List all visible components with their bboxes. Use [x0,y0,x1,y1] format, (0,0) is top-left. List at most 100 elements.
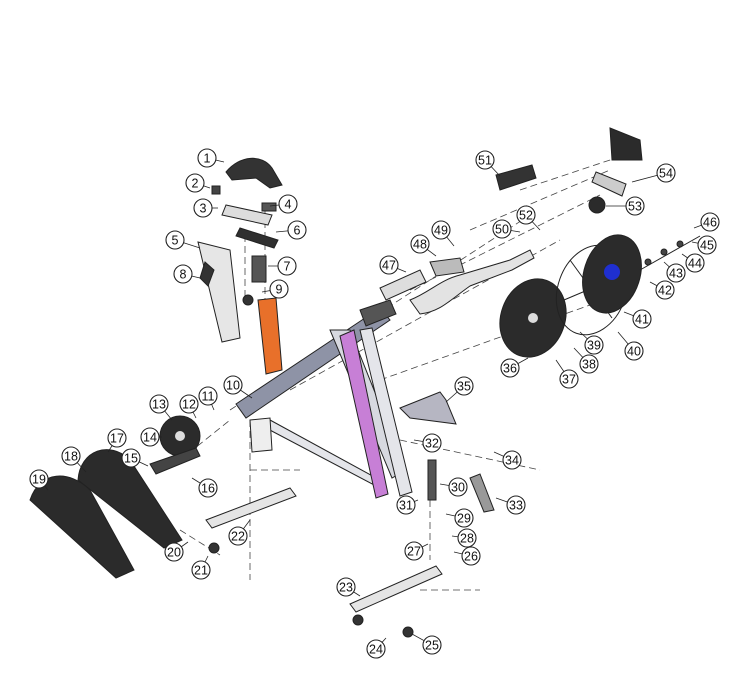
callout-circle [164,542,184,562]
callout-11: 11 [198,386,218,411]
callout-21: 21 [191,555,211,580]
callout-circle [655,280,675,300]
callout-number: 29 [457,512,471,526]
callout-2: 2 [185,173,211,193]
seat-adjust-knob [242,255,267,306]
seat-slider-bracket [235,227,279,249]
callout-number: 30 [451,481,465,495]
callout-circle [500,358,520,378]
callout-42: 42 [649,280,675,300]
callout-number: 31 [399,499,413,513]
callout-12: 12 [179,394,199,419]
callout-18: 18 [61,446,87,473]
callout-circle [700,212,720,232]
callout-circle [61,446,81,466]
callout-number: 43 [669,267,683,281]
front-stabilizer [205,487,297,554]
callout-circle [269,279,289,299]
callout-number: 5 [172,234,179,248]
callout-number: 54 [659,167,673,181]
callout-circle [404,541,424,561]
callout-number: 32 [425,437,439,451]
callout-circle [502,450,522,470]
callout-43: 43 [663,261,686,283]
callout-number: 18 [64,450,78,464]
flywheel [499,278,567,358]
callout-5: 5 [165,230,201,250]
rear-stabilizer [349,565,443,638]
callout-14: 14 [140,427,162,447]
callout-number: 1 [204,152,211,166]
callout-45: 45 [691,235,717,255]
callout-circle [277,256,297,276]
callout-number: 33 [509,499,523,513]
callout-circle [165,230,185,250]
callout-4: 4 [269,194,298,214]
brake-pad [399,391,457,425]
callout-circle [475,150,495,170]
callout-17: 17 [107,428,127,453]
callout-46: 46 [693,212,720,232]
chain-cover-inner [77,449,183,549]
callout-circle [697,235,717,255]
callout-number: 17 [110,432,124,446]
callout-27: 27 [404,541,429,561]
callout-circle [336,577,356,597]
callout-circle [506,495,526,515]
callout-circle [198,386,218,406]
callout-number: 46 [703,216,717,230]
callout-38: 38 [573,347,599,374]
callout-number: 40 [627,345,641,359]
callout-number: 38 [582,358,596,372]
callout-number: 35 [457,380,471,394]
tension-knob [588,196,606,214]
callout-34: 34 [493,450,522,470]
callout-1: 1 [197,148,225,168]
callout-circle [191,560,211,580]
callout-number: 48 [413,238,427,252]
brake-lever [469,473,495,513]
pedal-arm-rod [591,171,627,197]
callout-51: 51 [475,150,501,177]
callout-number: 36 [503,362,517,376]
callout-50: 50 [492,219,521,239]
callout-52: 52 [516,205,541,231]
callout-circle [193,198,213,218]
callout-circle [228,526,248,546]
callout-circle [287,220,307,240]
callout-circle [107,428,127,448]
callout-number: 34 [505,454,519,468]
callout-36: 36 [500,357,529,378]
callout-number: 7 [284,260,291,274]
callout-number: 42 [658,284,672,298]
callout-circle [179,394,199,414]
callout-32: 32 [413,433,442,453]
callout-24: 24 [366,637,387,659]
callout-circle [685,253,705,273]
callout-circle [431,220,451,240]
callout-37: 37 [555,359,579,389]
callout-circle [223,375,243,395]
callout-number: 39 [587,339,601,353]
callout-circle [379,255,399,275]
flywheel-cover [582,234,642,314]
water-bottle-holder [609,127,643,161]
callout-circle [185,173,205,193]
callout-15: 15 [121,448,149,468]
callout-circle [198,478,218,498]
callout-25: 25 [411,633,442,655]
main-frame [235,299,413,499]
callout-circle [448,477,468,497]
callout-9: 9 [261,279,289,299]
callout-number: 12 [182,398,196,412]
axle-hardware [639,235,701,271]
callout-circle [366,639,386,659]
callout-number: 26 [464,550,478,564]
callout-number: 51 [478,154,492,168]
callout-number: 37 [562,373,576,387]
callout-29: 29 [445,508,474,528]
callout-10: 10 [223,375,253,399]
callout-number: 10 [226,379,240,393]
callout-circle [632,309,652,329]
